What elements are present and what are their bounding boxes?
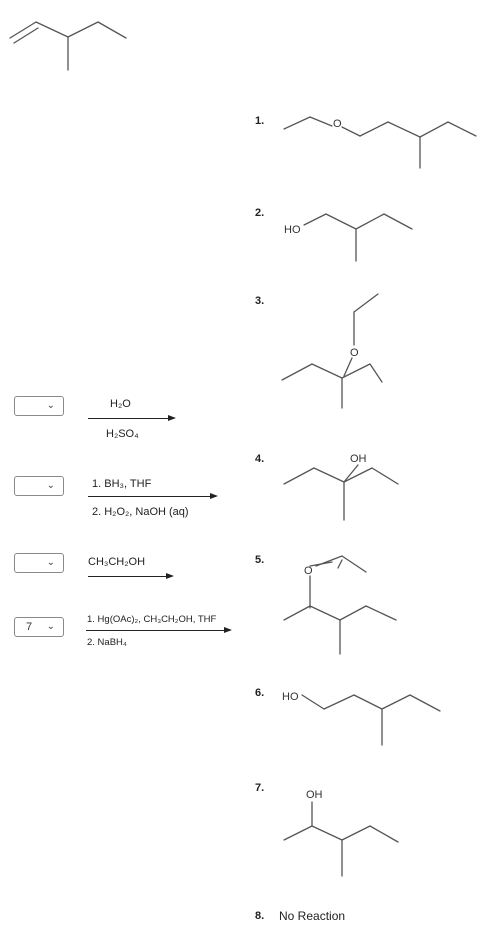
option-number: 6. (255, 687, 265, 699)
answer-dropdown-3[interactable]: ⌄ (14, 553, 64, 573)
option-4-structure: OH (283, 453, 399, 521)
reaction-arrow (86, 627, 232, 633)
reagent-line-1: 1. BH₃, THF (92, 478, 152, 490)
chevron-down-icon: ⌄ (46, 621, 55, 632)
answer-dropdown-4[interactable]: 7 ⌄ (14, 617, 64, 637)
option-1-structure: O (283, 116, 477, 169)
oxygen-atom-label: O (333, 118, 342, 130)
reagent-line-1: H₂O (110, 398, 131, 410)
answer-dropdown-1[interactable]: ⌄ (14, 396, 64, 416)
option-7-structure: OH (283, 789, 399, 877)
chevron-down-icon: ⌄ (46, 400, 55, 411)
reagent-line-1: 1. Hg(OAc)₂, CH₃CH₂OH, THF (87, 614, 217, 625)
starting-material-structure (9, 21, 127, 71)
chevron-down-icon: ⌄ (46, 480, 55, 491)
hydroxyl-label: HO (284, 224, 301, 236)
reagent-line-2: 2. H₂O₂, NaOH (aq) (92, 506, 189, 518)
answer-dropdown-2[interactable]: ⌄ (14, 476, 64, 496)
option-number: 3. (255, 295, 265, 307)
hydroxyl-label: OH (306, 789, 323, 801)
reagent-line-2: H₂SO₄ (106, 428, 139, 440)
oxygen-atom-label: O (350, 347, 359, 359)
option-2-structure: HO (284, 213, 413, 262)
reaction-arrow (88, 493, 218, 499)
oxygen-atom-label: O (304, 565, 313, 577)
option-5-structure: O (283, 555, 397, 655)
no-reaction-text: No Reaction (279, 909, 346, 923)
reaction-arrow (88, 573, 174, 579)
option-number: 5. (255, 554, 265, 566)
option-6-structure: HO (282, 691, 441, 746)
hydroxyl-label: HO (282, 691, 299, 703)
option-number: 7. (255, 782, 265, 794)
reagent-line-1: CH₃CH₂OH (88, 556, 146, 568)
chevron-down-icon: ⌄ (46, 557, 55, 568)
reaction-arrow (88, 415, 176, 421)
option-3-structure: O (281, 293, 383, 409)
option-number: 4. (255, 453, 265, 465)
reagent-line-2: 2. NaBH₄ (87, 637, 127, 648)
option-number: 2. (255, 207, 265, 219)
option-number: 8. (255, 910, 265, 922)
hydroxyl-label: OH (350, 453, 367, 465)
dropdown-value: 7 (26, 621, 33, 633)
option-number: 1. (255, 115, 265, 127)
